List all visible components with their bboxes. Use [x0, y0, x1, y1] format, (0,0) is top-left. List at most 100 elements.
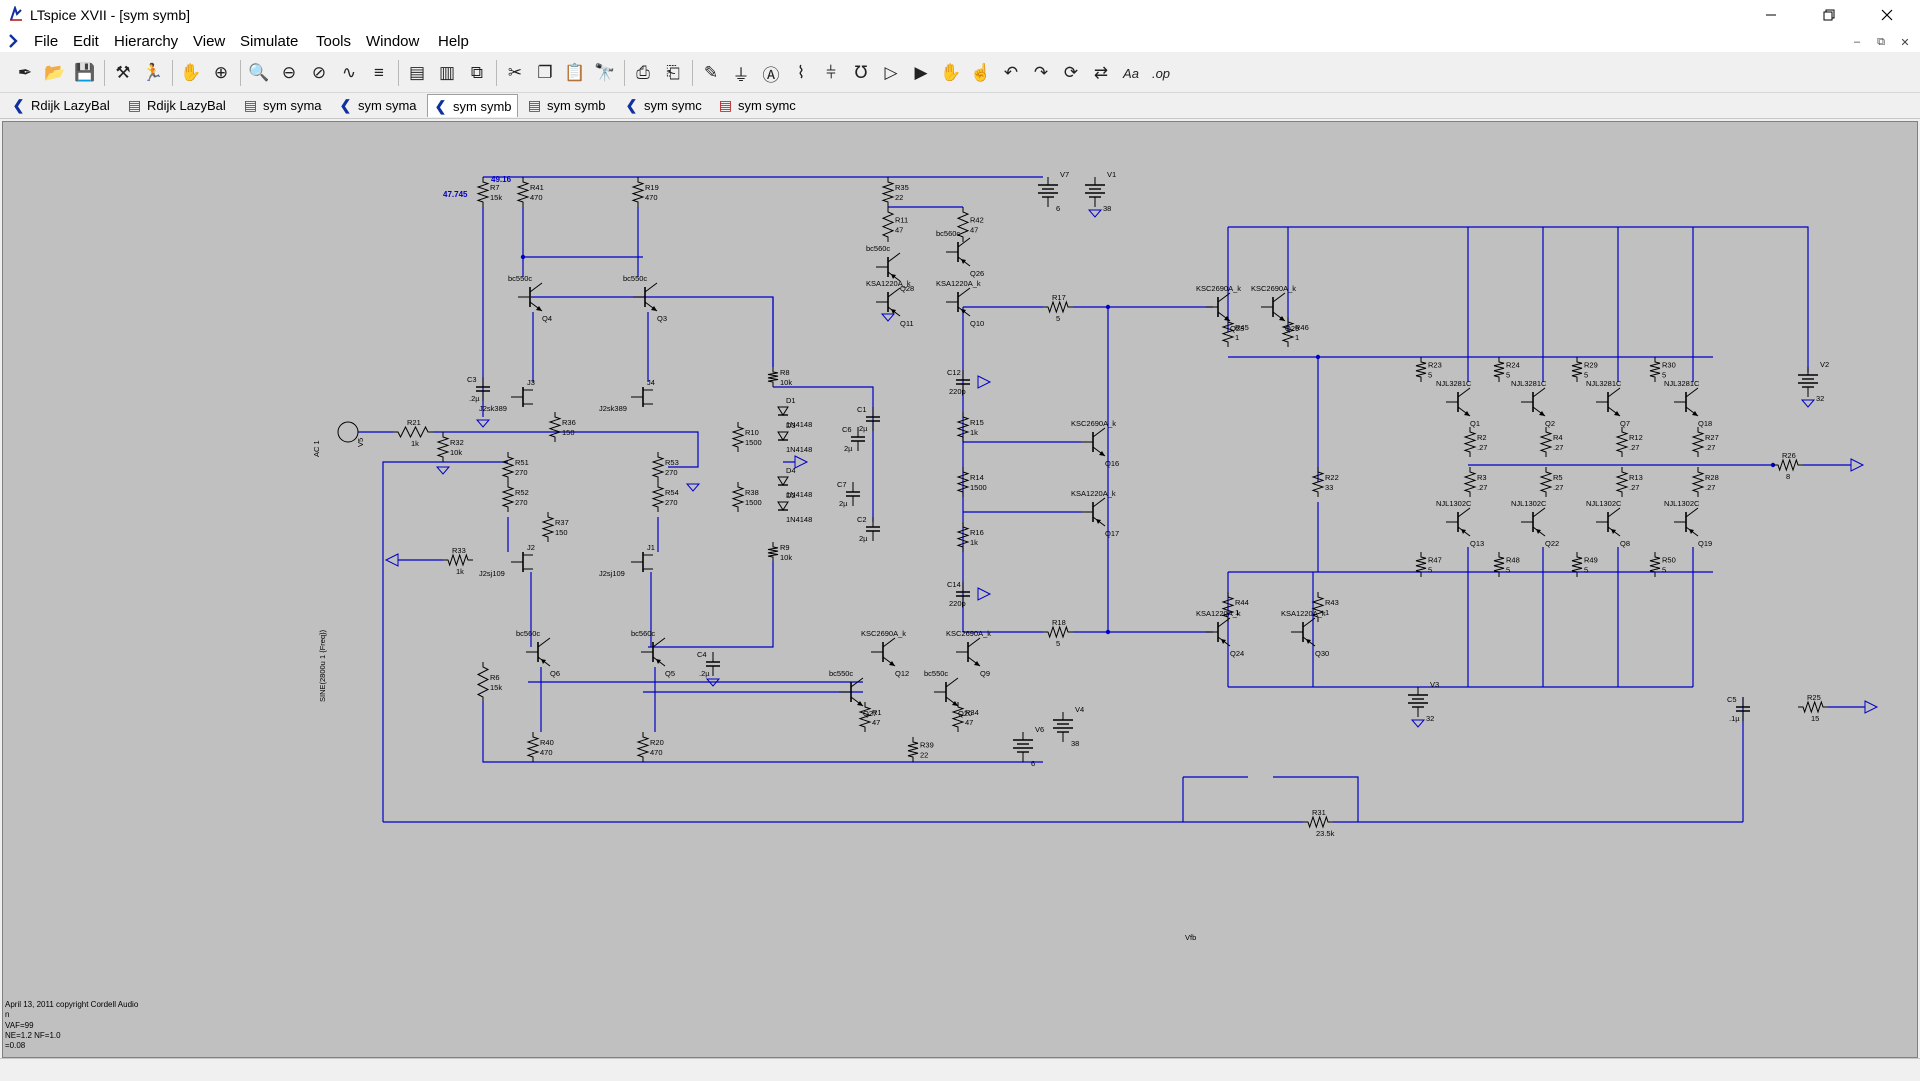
tile-vertical-icon: ▥ — [438, 63, 456, 82]
resistor-r1 — [858, 702, 872, 732]
menu-view[interactable]: View — [193, 33, 226, 50]
zoom-in-button[interactable]: ⊕ — [208, 60, 234, 86]
transistor-arrow — [651, 306, 657, 311]
undo-button[interactable]: ↶ — [998, 60, 1024, 86]
resistor-r49 — [1571, 552, 1583, 577]
mdi-close-button[interactable]: ✕ — [1894, 34, 1916, 50]
capacitor-button[interactable]: ⫩ — [818, 60, 844, 86]
control-panel-button[interactable]: ⚒ — [110, 60, 136, 86]
autorange-button[interactable]: ∿ — [336, 60, 362, 86]
tab-sym-syma-schematic[interactable]: ❮ sym syma — [333, 95, 422, 116]
component-label: 220p — [949, 387, 966, 396]
spice-directive-button[interactable]: .op — [1148, 60, 1174, 86]
component-label: R39 — [920, 741, 934, 750]
zoom-fit-button[interactable]: ⊘ — [306, 60, 332, 86]
menu-window[interactable]: Window — [366, 33, 420, 50]
component-label: 38 — [1103, 204, 1111, 213]
mirror-button[interactable]: ⇄ — [1088, 60, 1114, 86]
component-label: 10k — [450, 448, 462, 457]
transistor-collector — [882, 637, 896, 648]
tab-sym-syma-plot[interactable]: ▤ sym syma — [238, 95, 327, 116]
mdi-restore-button[interactable]: ⧉ — [1870, 34, 1892, 50]
text-button[interactable]: Aa — [1118, 60, 1144, 86]
menu-file[interactable]: File — [34, 33, 59, 50]
cascade-button[interactable]: ⧉ — [464, 60, 490, 86]
tab-rdijk-lazybal-schematic[interactable]: ❮ Rdijk LazyBal — [6, 95, 115, 116]
resistor-button[interactable]: ⌇ — [788, 60, 814, 86]
component-label: R21 — [407, 418, 421, 427]
ground-symbol — [880, 313, 896, 322]
tile-horizontal-button[interactable]: ▤ — [404, 60, 430, 86]
run-button[interactable]: 🏃 — [140, 60, 166, 86]
component-label: 470 — [530, 193, 543, 202]
halt-button[interactable]: ✋ — [178, 60, 204, 86]
menu-simulate[interactable]: Simulate — [240, 33, 299, 50]
tab-sym-symc-schematic[interactable]: ❮ sym symc — [619, 95, 707, 116]
menu-hierarchy[interactable]: Hierarchy — [114, 33, 179, 50]
resistor-r18 — [1043, 625, 1073, 639]
redo-button[interactable]: ↷ — [1028, 60, 1054, 86]
drag-button[interactable]: ☝ — [968, 60, 994, 86]
close-button[interactable] — [1858, 0, 1916, 30]
copy-button[interactable]: ❐ — [532, 60, 558, 86]
open-button[interactable]: 📂 — [42, 60, 68, 86]
component-label: J3 — [527, 378, 535, 387]
pan-button[interactable]: 🔍 — [246, 60, 272, 86]
mdi-minimize-button[interactable]: – — [1846, 34, 1868, 50]
zoom-out-button[interactable]: ⊖ — [276, 60, 302, 86]
component-label: Q23 — [1230, 324, 1244, 333]
tab-sym-symb-plot[interactable]: ▤ sym symb — [522, 95, 611, 116]
print-preview-button[interactable]: ⎗ — [660, 60, 686, 86]
tab-rdijk-lazybal-plot[interactable]: ▤ Rdijk LazyBal — [122, 95, 231, 116]
component-label: 47 — [965, 718, 973, 727]
rotate-button[interactable]: ⟳ — [1058, 60, 1084, 86]
visible-traces-button[interactable]: ≡ — [366, 60, 392, 86]
tab-sym-symc-plot[interactable]: ▤ sym symc — [713, 95, 801, 116]
menu-help[interactable]: Help — [438, 33, 469, 50]
restore-button[interactable] — [1800, 0, 1858, 30]
resistor-r48 — [1493, 552, 1505, 577]
component-label: 2µ — [859, 534, 868, 543]
move-button[interactable]: ✋ — [938, 60, 964, 86]
inductor-button[interactable]: ℧ — [848, 60, 874, 86]
paste-button[interactable]: 📋 — [562, 60, 588, 86]
menu-tools[interactable]: Tools — [316, 33, 352, 50]
resistor-r27 — [1691, 427, 1705, 457]
component-label: 1N4148 — [786, 445, 812, 454]
component-label: 1k — [970, 428, 978, 437]
new-schematic-button[interactable]: ✒ — [12, 60, 38, 86]
component-label: C5 — [1727, 695, 1737, 704]
component-label: R16 — [970, 528, 984, 537]
component-label: R5 — [1553, 473, 1563, 482]
draw-wire-button[interactable]: ✎ — [698, 60, 724, 86]
minimize-button[interactable] — [1742, 0, 1800, 30]
component-label: J2 — [527, 543, 535, 552]
schematic-tab-icon: ❮ — [12, 97, 25, 113]
tile-vertical-button[interactable]: ▥ — [434, 60, 460, 86]
save-button[interactable]: 💾 — [72, 60, 98, 86]
component-label: bc560c — [936, 229, 960, 238]
component-label: R19 — [645, 183, 659, 192]
transistor-collector — [1092, 497, 1106, 508]
print-button[interactable]: ⎙ — [630, 60, 656, 86]
text-icon: Aa — [1123, 65, 1139, 81]
find-button[interactable]: 🔭 — [592, 60, 618, 86]
transistor-collector — [887, 287, 901, 298]
menu-edit[interactable]: Edit — [73, 33, 99, 50]
component-button[interactable]: ▶ — [908, 60, 934, 86]
schematic-document-icon[interactable] — [6, 33, 22, 49]
resistor-r40 — [526, 732, 540, 762]
ground-button[interactable]: ⏚ — [728, 60, 754, 86]
component-label: 15k — [490, 193, 502, 202]
tab-sym-symb-schematic[interactable]: ❮ sym symb — [427, 94, 518, 117]
label-net-button[interactable]: Ⓐ — [758, 60, 784, 86]
component-label: 10k — [780, 378, 792, 387]
resistor-r34 — [951, 702, 965, 732]
tab-label: Rdijk LazyBal — [147, 98, 226, 113]
schematic-drawing[interactable]: R715kR41470R19470R3522C3.2µbc550cQ4bc550… — [3, 122, 1917, 1057]
diode-button[interactable]: ▷ — [878, 60, 904, 86]
cut-button[interactable]: ✂ — [502, 60, 528, 86]
paste-icon: 📋 — [564, 63, 586, 82]
resistor-r23 — [1415, 357, 1427, 382]
